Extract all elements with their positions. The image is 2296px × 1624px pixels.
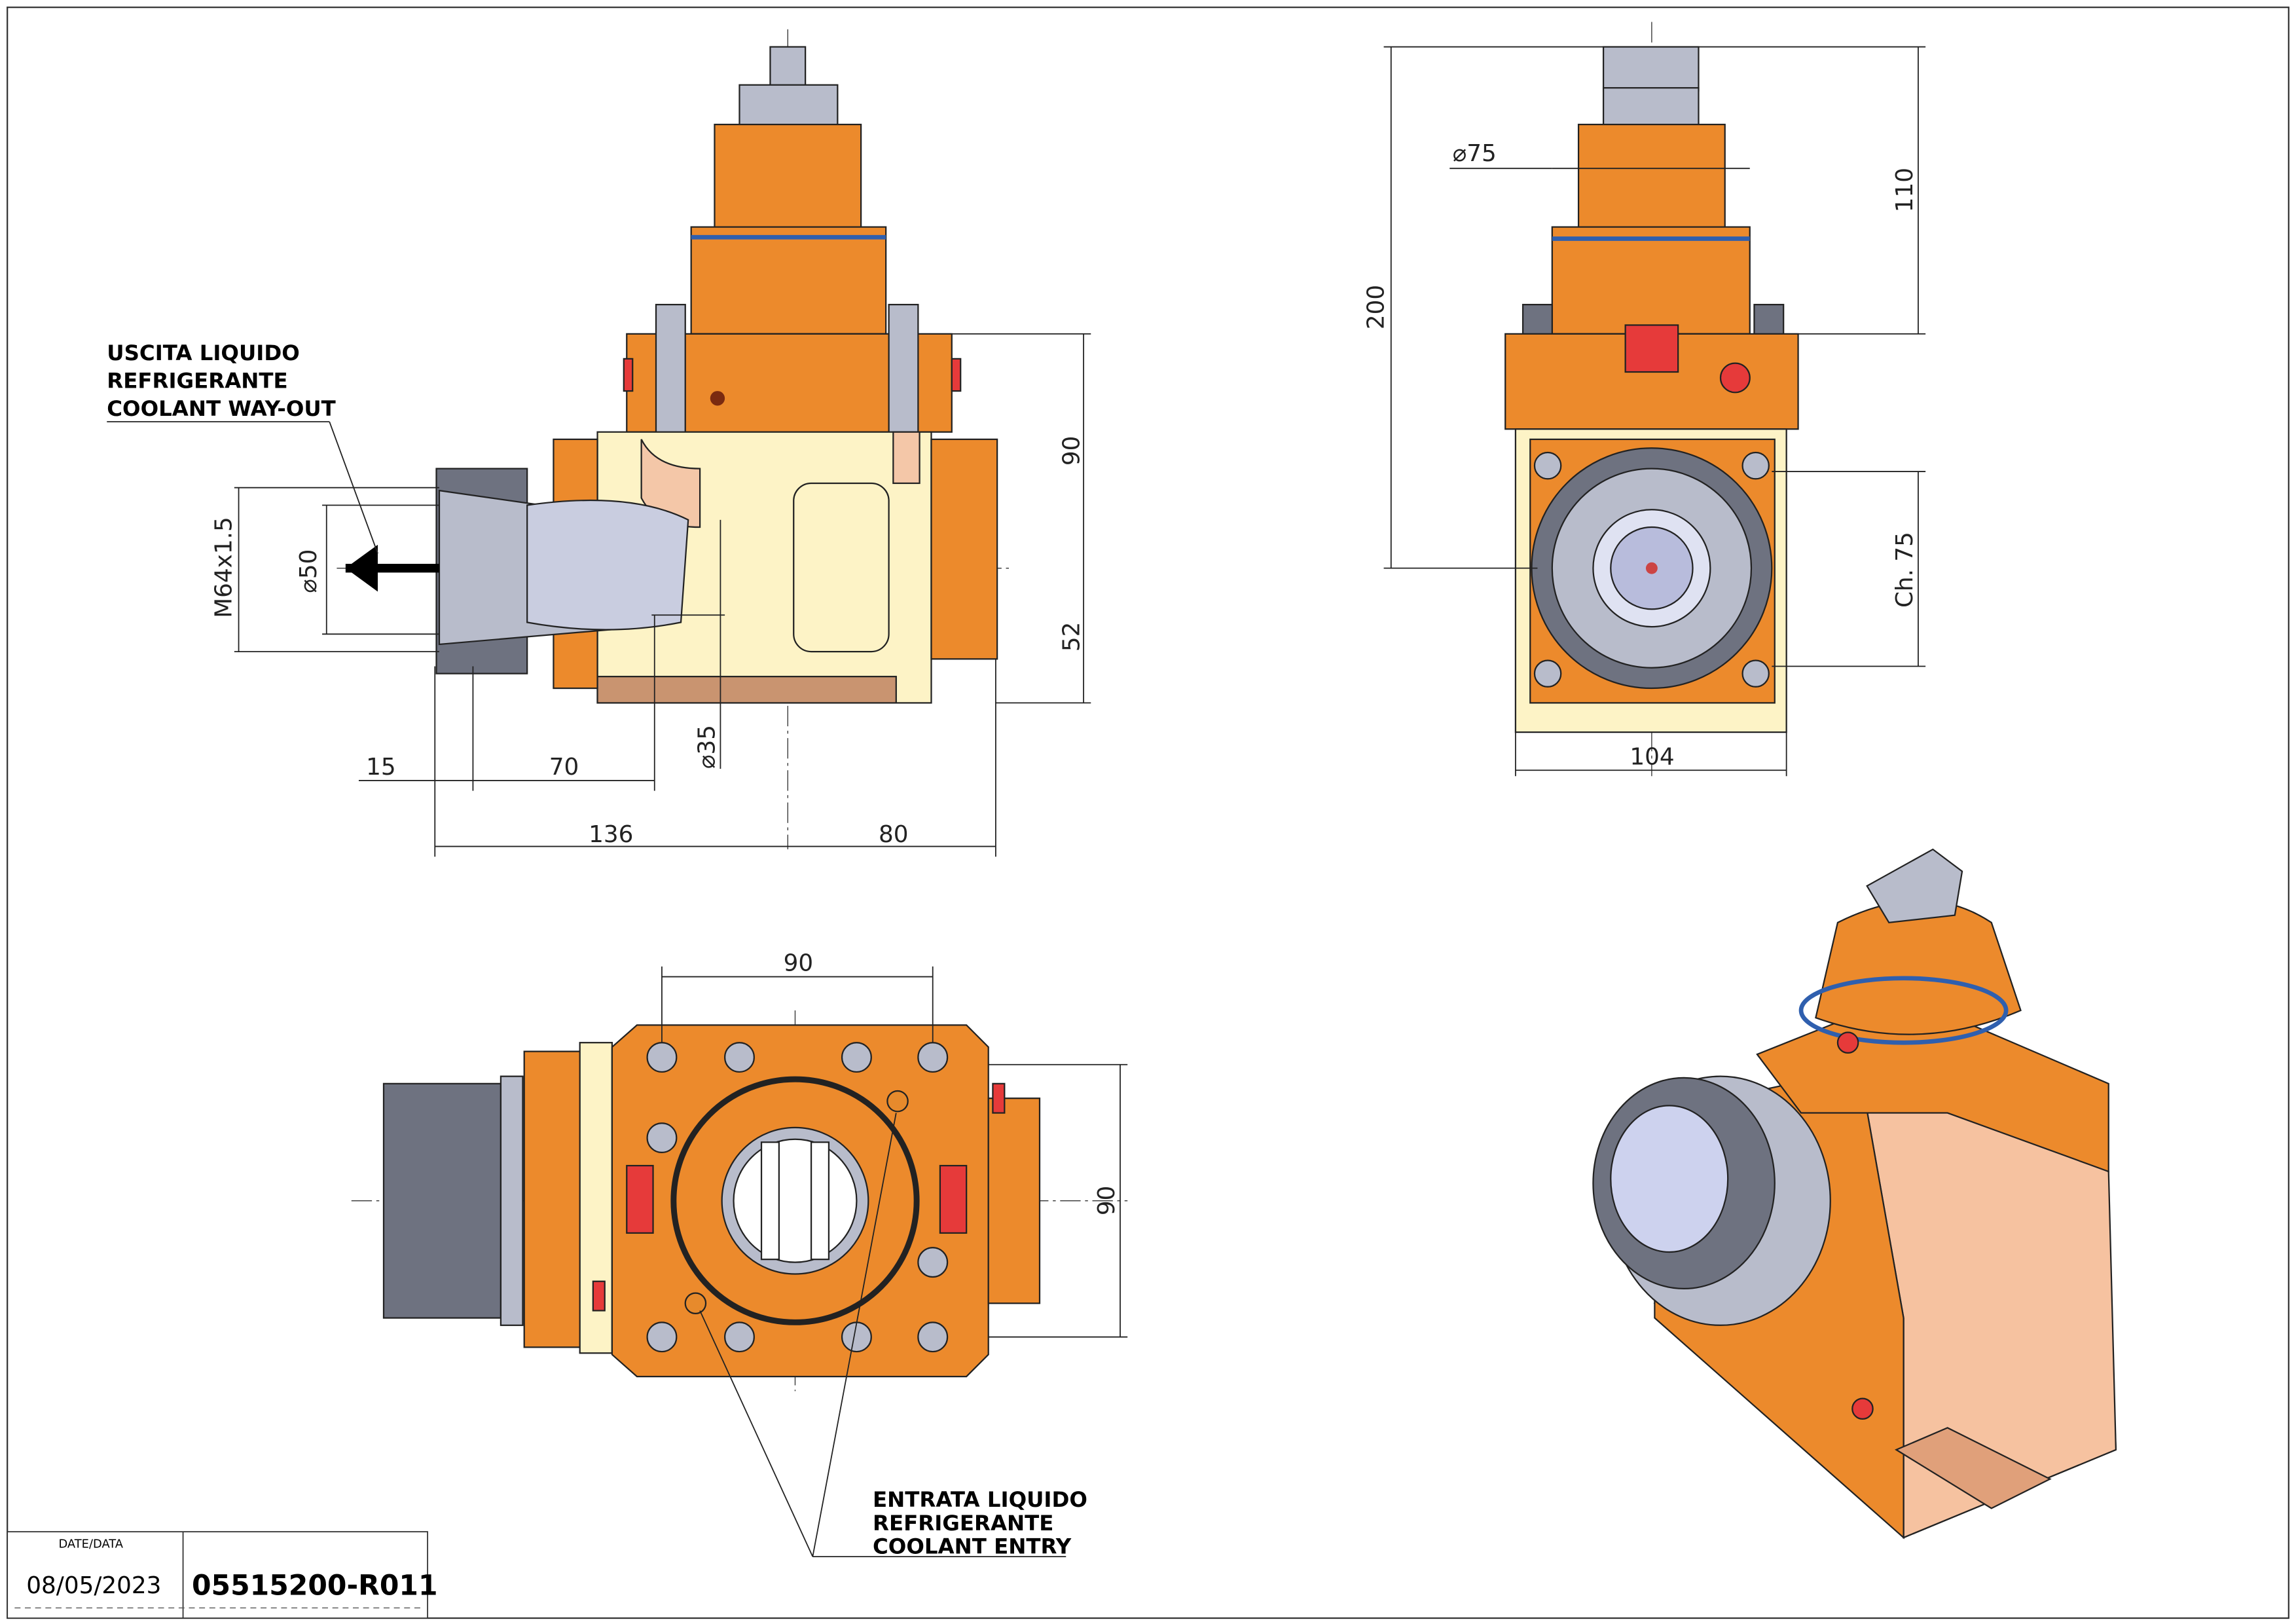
front-view: 90 52 M64x1.5 ⌀50 ⌀35 15 70 136 80 USCIT… bbox=[107, 29, 1091, 857]
dim-top-height: 110 bbox=[1891, 168, 1918, 212]
date-value: 08/05/2023 bbox=[26, 1572, 161, 1599]
dim-70: 70 bbox=[549, 754, 579, 781]
isometric-view bbox=[1592, 848, 2117, 1540]
dim-dia-75: ⌀75 bbox=[1453, 140, 1497, 167]
dim-dia-50: ⌀50 bbox=[295, 549, 322, 593]
note-coolant-out-3: COOLANT WAY-OUT bbox=[107, 396, 336, 421]
title-block: DATE/DATA 08/05/2023 05515200-R011 bbox=[7, 1531, 438, 1619]
dim-bottom-height: 90 bbox=[1093, 1186, 1120, 1216]
dim-dia-35: ⌀35 bbox=[693, 725, 720, 769]
dim-thread: M64x1.5 bbox=[210, 517, 237, 618]
note-coolant-out-2: REFRIGERANTE bbox=[107, 369, 287, 394]
dim-15: 15 bbox=[366, 754, 396, 781]
side-view: ⌀75 200 110 Ch. 75 104 bbox=[1363, 22, 1926, 777]
bottom-view: 90 90 ENTRATA LIQUIDO REFRIGERANTE COOLA… bbox=[351, 950, 1128, 1559]
dim-80: 80 bbox=[879, 821, 909, 848]
note-coolant-in-2: REFRIGERANTE bbox=[873, 1511, 1053, 1536]
dim-bottom-width: 90 bbox=[784, 950, 814, 977]
note-coolant-out-1: USCITA LIQUIDO bbox=[107, 341, 300, 365]
dim-total-height: 200 bbox=[1363, 285, 1390, 329]
dim-136: 136 bbox=[589, 821, 633, 848]
note-coolant-in-1: ENTRATA LIQUIDO bbox=[873, 1487, 1087, 1512]
note-coolant-in-3: COOLANT ENTRY bbox=[873, 1534, 1072, 1559]
drawing-border bbox=[7, 7, 2289, 1619]
dim-lower-height: 52 bbox=[1058, 622, 1085, 652]
date-label: DATE/DATA bbox=[58, 1538, 123, 1551]
dim-width: 104 bbox=[1630, 743, 1674, 770]
part-number: 05515200-R011 bbox=[192, 1570, 438, 1602]
dim-upper-height: 90 bbox=[1058, 436, 1085, 466]
dim-hex: Ch. 75 bbox=[1891, 532, 1918, 608]
